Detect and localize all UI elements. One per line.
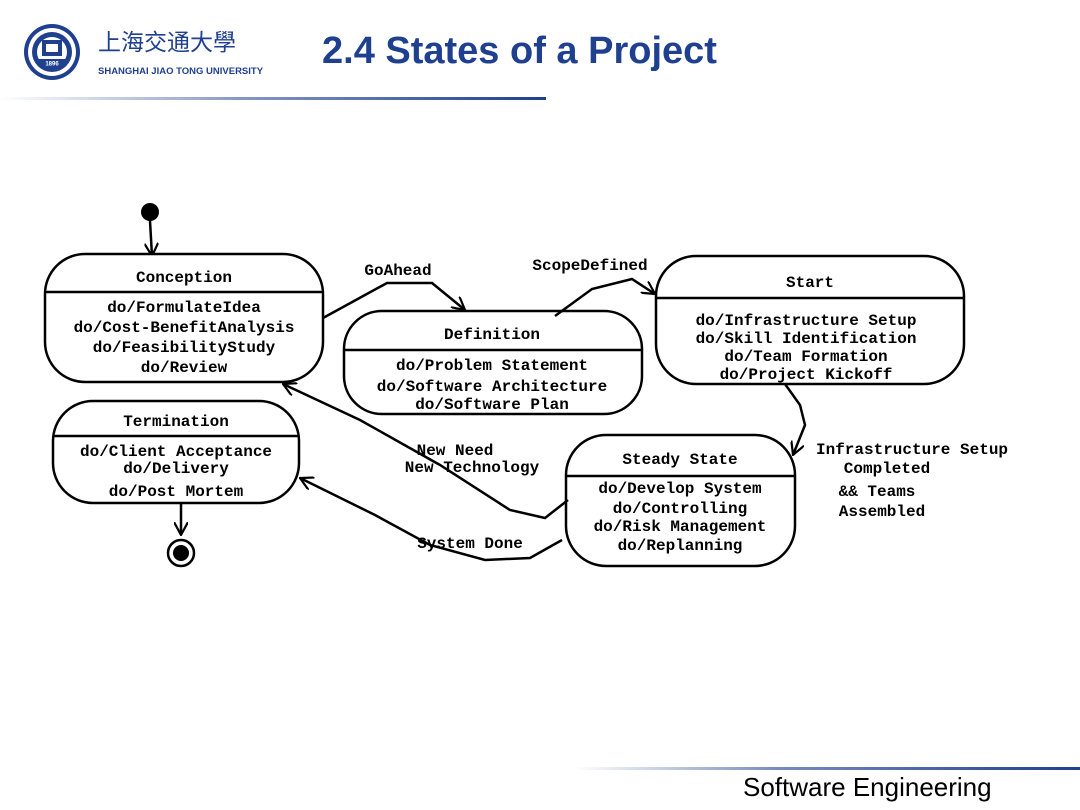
state-steady-state: Steady State do/Develop System do/Contro… bbox=[564, 433, 797, 568]
state-name: Start bbox=[786, 274, 834, 292]
state-action: do/Project Kickoff bbox=[720, 366, 893, 384]
final-state bbox=[166, 538, 196, 568]
transition-label-infrastructure-line: Completed bbox=[844, 460, 930, 478]
state-definition: Definition do/Problem Statement do/Softw… bbox=[342, 309, 644, 416]
state-action: do/FormulateIdea bbox=[107, 299, 261, 317]
transition-go-ahead bbox=[322, 281, 465, 320]
footer-course-name: Software Engineering bbox=[743, 772, 992, 802]
state-box bbox=[342, 309, 644, 416]
transition-label-infrastructure-line: Infrastructure Setup bbox=[816, 441, 1008, 459]
transition-label-new-need-line: New Need bbox=[417, 442, 494, 460]
university-logo-graphic: 1896 上海交通大學 SHANGHAI JIAO TONG UNIVERSIT… bbox=[24, 24, 264, 80]
state-action: do/Develop System bbox=[598, 480, 762, 498]
state-termination: Termination do/Client Acceptance do/Deli… bbox=[51, 399, 301, 505]
state-start: Start do/Infrastructure Setup do/Skill I… bbox=[654, 254, 966, 386]
state-conception: Conception do/FormulateIdea do/Cost-Bene… bbox=[43, 252, 325, 384]
university-name-chinese: 上海交通大學 bbox=[98, 30, 236, 56]
initial-transition bbox=[150, 220, 152, 256]
state-action: do/Team Formation bbox=[724, 348, 887, 366]
state-box bbox=[51, 399, 301, 505]
state-action: do/Post Mortem bbox=[109, 483, 244, 501]
transition-new-need bbox=[283, 384, 569, 520]
transition-label-new-need-line: New Technology bbox=[405, 459, 540, 477]
transition-label-system-done: System Done bbox=[417, 535, 523, 553]
state-name: Definition bbox=[444, 326, 540, 344]
state-action: do/Software Architecture bbox=[377, 378, 607, 396]
state-action: do/FeasibilityStudy bbox=[93, 339, 276, 357]
footer-divider bbox=[575, 767, 1080, 770]
state-name: Conception bbox=[136, 269, 232, 287]
state-name: Termination bbox=[123, 413, 229, 431]
transition-label-infrastructure-line: Assembled bbox=[839, 503, 925, 521]
state-box bbox=[654, 254, 966, 386]
state-action: do/Risk Management bbox=[594, 518, 767, 536]
seal-year: 1896 bbox=[45, 62, 59, 68]
state-action: do/Software Plan bbox=[415, 396, 569, 414]
state-action: do/Delivery bbox=[123, 460, 229, 478]
initial-state bbox=[141, 203, 159, 221]
university-logo: 1896 上海交通大學 SHANGHAI JIAO TONG UNIVERSIT… bbox=[20, 22, 290, 82]
transition-label-scope-defined: ScopeDefined bbox=[532, 257, 647, 275]
state-action: do/Replanning bbox=[618, 537, 743, 555]
university-seal-icon: 1896 bbox=[24, 24, 80, 80]
header-divider bbox=[0, 97, 546, 100]
transition-scope-defined bbox=[554, 277, 655, 318]
state-action: do/Problem Statement bbox=[396, 357, 588, 375]
transition-infrastructure-done bbox=[783, 383, 807, 455]
state-action: do/Skill Identification bbox=[696, 330, 917, 348]
state-action: do/Infrastructure Setup bbox=[696, 312, 917, 330]
slide-title: 2.4 States of a Project bbox=[322, 30, 717, 72]
state-action: do/Client Acceptance bbox=[80, 443, 272, 461]
transition-label-infrastructure-line: && Teams bbox=[839, 483, 916, 501]
transition-label-go-ahead: GoAhead bbox=[364, 262, 431, 280]
state-action: do/Cost-BenefitAnalysis bbox=[74, 319, 295, 337]
state-action: do/Controlling bbox=[613, 500, 747, 518]
state-action: do/Review bbox=[141, 359, 228, 377]
transition-system-done bbox=[300, 478, 563, 562]
state-name: Steady State bbox=[622, 451, 737, 469]
university-name-english: SHANGHAI JIAO TONG UNIVERSITY bbox=[98, 66, 264, 77]
